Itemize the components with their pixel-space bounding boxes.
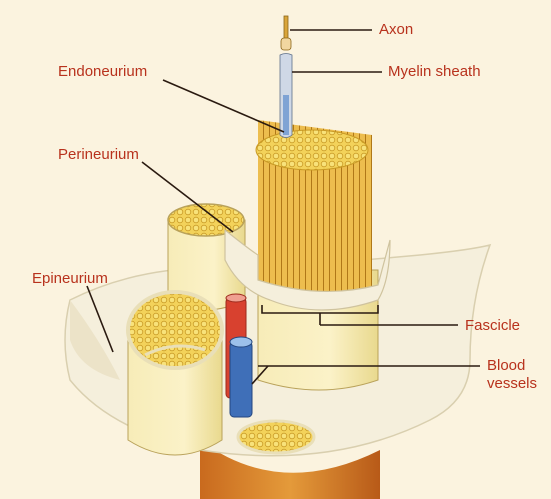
label-fascicle: Fascicle [465,317,520,334]
axon-fiber [280,16,292,138]
label-endoneurium: Endoneurium [58,63,147,80]
fascicle-left [128,292,222,455]
label-blood: Blood [487,357,525,374]
leader-endoneurium [163,80,284,132]
label-axon: Axon [379,21,413,38]
label-perineurium: Perineurium [58,146,139,163]
label-vessels: vessels [487,375,537,392]
label-epineurium: Epineurium [32,270,108,287]
fascicle-bottom [238,421,314,453]
label-myelin-sheath: Myelin sheath [388,63,481,80]
